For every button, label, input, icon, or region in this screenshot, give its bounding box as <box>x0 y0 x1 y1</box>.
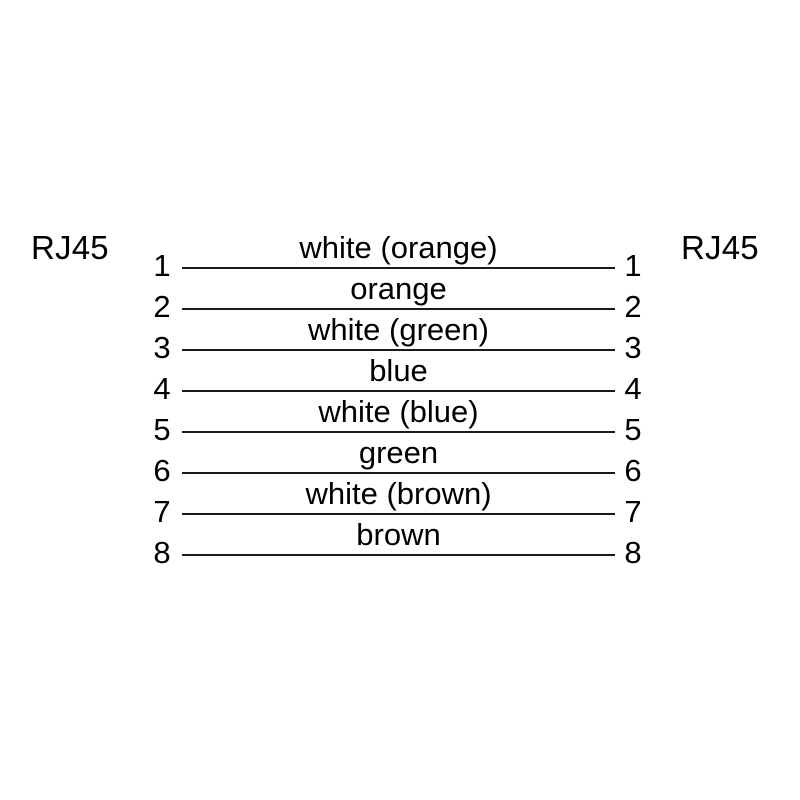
pin-number-left: 5 <box>153 412 171 447</box>
pin-number-right: 4 <box>624 371 642 406</box>
wire-line <box>182 349 615 351</box>
pin-number-left: 1 <box>153 248 171 283</box>
wire-line <box>182 472 615 474</box>
pin-number-right: 5 <box>624 412 642 447</box>
connector-label-right: RJ45 <box>681 229 759 266</box>
pin-number-left: 3 <box>153 330 171 365</box>
pin-number-left: 7 <box>153 494 171 529</box>
pin-number-right: 3 <box>624 330 642 365</box>
connector-label-left: RJ45 <box>31 229 109 266</box>
pin-number-right: 8 <box>624 535 642 570</box>
wire-line <box>182 267 615 269</box>
pin-number-right: 7 <box>624 494 642 529</box>
wire-line <box>182 431 615 433</box>
wire-color-label: brown <box>356 517 441 552</box>
wire-color-label: orange <box>350 271 447 306</box>
pin-number-left: 4 <box>153 371 171 406</box>
wire-color-label: white (orange) <box>299 230 498 265</box>
wire-color-label: green <box>358 435 439 470</box>
pin-number-left: 6 <box>153 453 171 488</box>
pin-number-right: 2 <box>624 289 642 324</box>
wire-line <box>182 390 615 392</box>
wire-color-label: blue <box>369 353 428 388</box>
pin-number-right: 1 <box>624 248 642 283</box>
pin-number-left: 8 <box>153 535 171 570</box>
wire-line <box>182 513 615 515</box>
wire-color-label: white (blue) <box>318 394 479 429</box>
wire-line <box>182 554 615 556</box>
pin-number-left: 2 <box>153 289 171 324</box>
wire-line <box>182 308 615 310</box>
pin-number-right: 6 <box>624 453 642 488</box>
wire-color-label: white (green) <box>308 312 489 347</box>
wire-color-label: white (brown) <box>305 476 492 511</box>
